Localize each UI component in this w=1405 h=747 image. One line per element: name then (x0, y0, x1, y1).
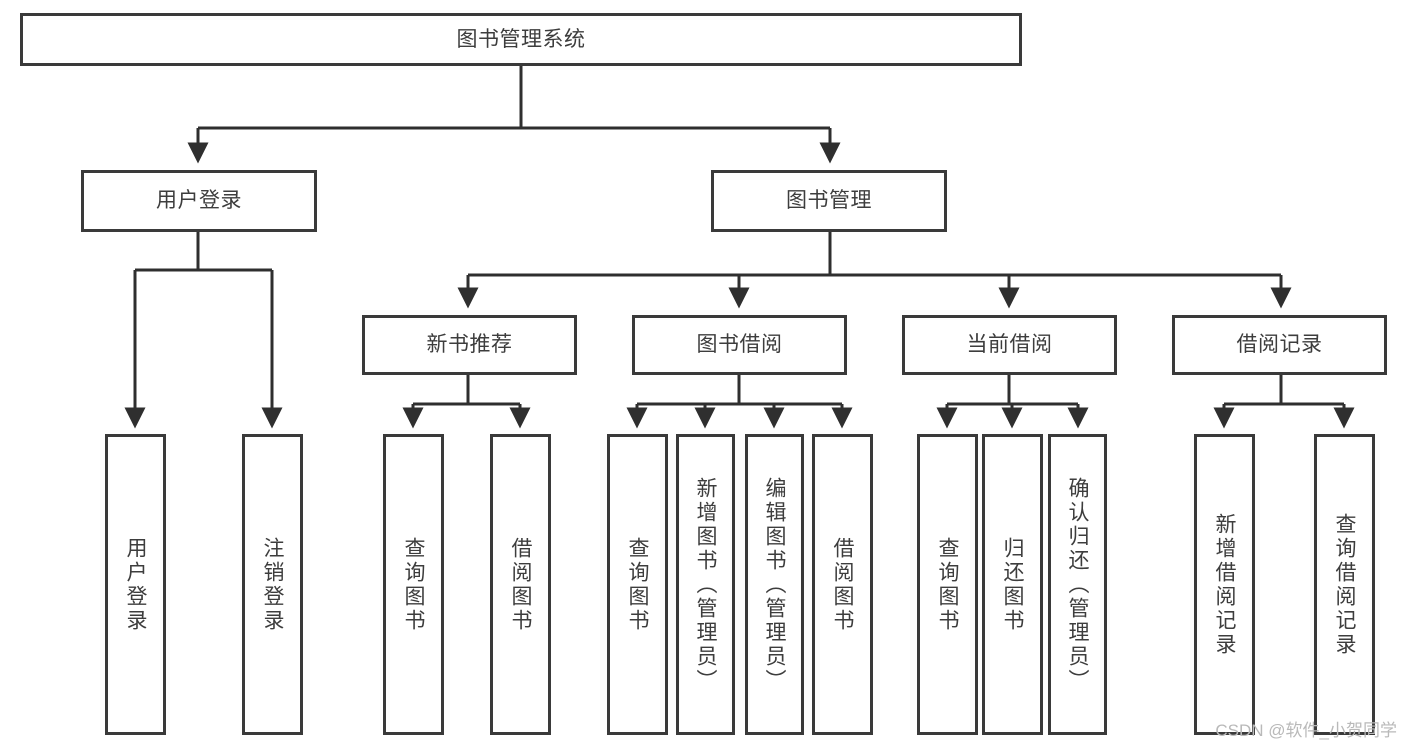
node-leaf-borrow-book-2[interactable]: 借阅图书 (812, 434, 873, 735)
node-current-borrow-label: 当前借阅 (966, 333, 1053, 357)
node-book-management[interactable]: 图书管理 (711, 170, 947, 232)
node-new-book-recommend-label: 新书推荐 (426, 333, 513, 357)
node-leaf-query-book-2-label: 查询图书 (626, 536, 649, 633)
node-leaf-add-book-label: 新增图书（管理员） (694, 476, 717, 693)
node-leaf-query-book-3[interactable]: 查询图书 (917, 434, 978, 735)
node-leaf-query-book-1-label: 查询图书 (402, 536, 425, 633)
node-root[interactable]: 图书管理系统 (20, 13, 1022, 66)
node-borrow-record[interactable]: 借阅记录 (1172, 315, 1387, 375)
node-leaf-query-book-1[interactable]: 查询图书 (383, 434, 444, 735)
node-book-borrow-label: 图书借阅 (696, 333, 783, 357)
node-leaf-return-book[interactable]: 归还图书 (982, 434, 1043, 735)
watermark: CSDN @软件_小贺同学 (1215, 721, 1397, 740)
node-leaf-query-record-label: 查询借阅记录 (1333, 512, 1356, 657)
node-leaf-edit-book-label: 编辑图书（管理员） (763, 476, 786, 693)
node-book-management-label: 图书管理 (786, 189, 872, 213)
node-root-label: 图书管理系统 (456, 27, 586, 51)
node-user-login[interactable]: 用户登录 (81, 170, 317, 232)
node-leaf-add-record-label: 新增借阅记录 (1213, 512, 1236, 657)
node-leaf-add-book[interactable]: 新增图书（管理员） (676, 434, 735, 735)
node-leaf-borrow-book-1[interactable]: 借阅图书 (490, 434, 551, 735)
node-leaf-user-login-label: 用户登录 (124, 536, 147, 633)
node-leaf-return-book-label: 归还图书 (1001, 536, 1024, 633)
node-leaf-borrow-book-1-label: 借阅图书 (509, 536, 532, 633)
node-leaf-add-record[interactable]: 新增借阅记录 (1194, 434, 1255, 735)
node-leaf-user-logout-label: 注销登录 (261, 536, 284, 633)
node-new-book-recommend[interactable]: 新书推荐 (362, 315, 577, 375)
node-leaf-user-logout[interactable]: 注销登录 (242, 434, 303, 735)
node-leaf-confirm-return[interactable]: 确认归还（管理员） (1048, 434, 1107, 735)
node-leaf-confirm-return-label: 确认归还（管理员） (1066, 476, 1089, 693)
node-borrow-record-label: 借阅记录 (1236, 333, 1323, 357)
node-book-borrow[interactable]: 图书借阅 (632, 315, 847, 375)
node-leaf-edit-book[interactable]: 编辑图书（管理员） (745, 434, 804, 735)
node-user-login-label: 用户登录 (156, 189, 242, 213)
node-leaf-query-record[interactable]: 查询借阅记录 (1314, 434, 1375, 735)
node-leaf-borrow-book-2-label: 借阅图书 (831, 536, 854, 633)
node-leaf-query-book-2[interactable]: 查询图书 (607, 434, 668, 735)
node-leaf-user-login[interactable]: 用户登录 (105, 434, 166, 735)
node-leaf-query-book-3-label: 查询图书 (936, 536, 959, 633)
node-current-borrow[interactable]: 当前借阅 (902, 315, 1117, 375)
